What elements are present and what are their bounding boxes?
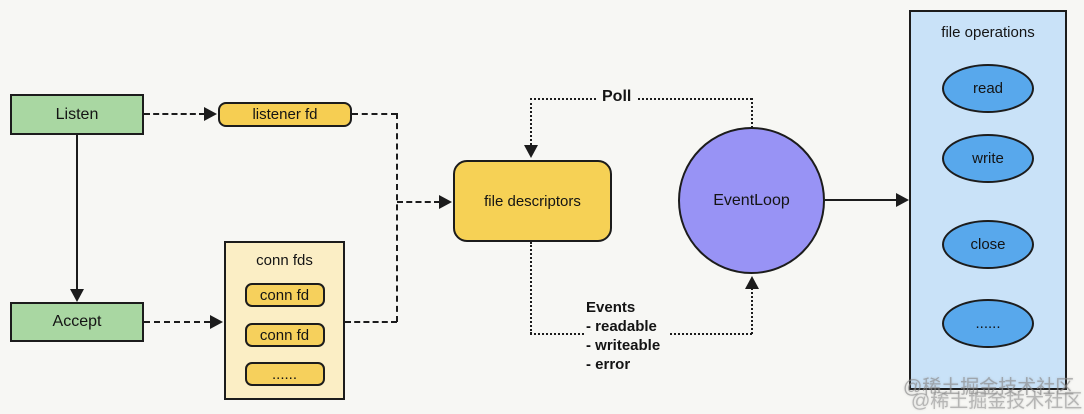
connfds-junction-line [345,321,397,323]
events-title: Events [586,299,636,316]
watermark-text: @稀土掘金技术社区 [911,391,1083,412]
eventloop-fileops-line [825,199,897,201]
conn-fds-panel: conn fds conn fd conn fd ...... [224,241,345,400]
file-operations-title: file operations [941,24,1035,41]
conn-fd-label: conn fd [259,286,310,304]
read-operation-node: read [942,64,1034,113]
accept-connfds-line [144,321,210,323]
accept-node: Accept [10,302,144,342]
events-item: - error [586,356,631,373]
event-loop-node: EventLoop [678,127,825,274]
junction-fd-arrowhead-icon [439,195,452,209]
events-item: - writeable [586,337,661,354]
events-annotation: Events - readable - writeable - error [586,298,669,374]
listen-accept-line [76,135,78,290]
events-left-vertical-line [530,242,532,334]
ellipsis-operation-label: ...... [975,315,1001,332]
event-loop-label: EventLoop [713,191,790,209]
junction-fd-line [397,201,440,203]
poll-label: Poll [597,88,637,106]
listenerfd-junction-line [352,113,397,115]
poll-left-vertical-line [530,98,532,145]
file-operations-panel: file operations read write close ...... [909,10,1067,390]
poll-horizontal-line [530,98,752,100]
write-operation-node: write [942,134,1034,183]
conn-fd-item: conn fd [244,283,325,307]
conn-fd-ellipsis-item: ...... [244,362,325,386]
conn-fds-title: conn fds [256,252,313,269]
write-operation-label: write [972,150,1004,167]
poll-arrowhead-icon [524,145,538,158]
accept-label: Accept [52,313,102,330]
listener-fd-label: listener fd [252,106,318,123]
events-item: - readable [586,318,657,335]
close-operation-node: close [942,220,1034,269]
file-descriptors-label: file descriptors [484,192,581,210]
read-operation-label: read [972,80,1004,97]
close-operation-label: close [970,236,1006,253]
conn-fd-ellipsis-label: ...... [271,365,297,383]
eventloop-fileops-arrowhead-icon [896,193,909,207]
conn-fd-item: conn fd [244,323,325,347]
watermark-text: @稀土掘金技术社区 [903,377,1075,398]
conn-fd-label: conn fd [259,326,310,344]
junction-vertical-line [396,113,398,322]
listen-listenerfd-arrowhead-icon [204,107,217,121]
listen-node: Listen [10,94,144,135]
listener-fd-node: listener fd [218,102,352,127]
accept-connfds-arrowhead-icon [210,315,223,329]
ellipsis-operation-node: ...... [942,299,1034,348]
listen-accept-arrowhead-icon [70,289,84,302]
poll-right-vertical-line [751,98,753,128]
file-descriptors-node: file descriptors [453,160,612,242]
listen-label: Listen [55,105,99,123]
events-arrowhead-icon [745,276,759,289]
listen-listenerfd-line [144,113,205,115]
events-right-vertical-line [751,288,753,334]
